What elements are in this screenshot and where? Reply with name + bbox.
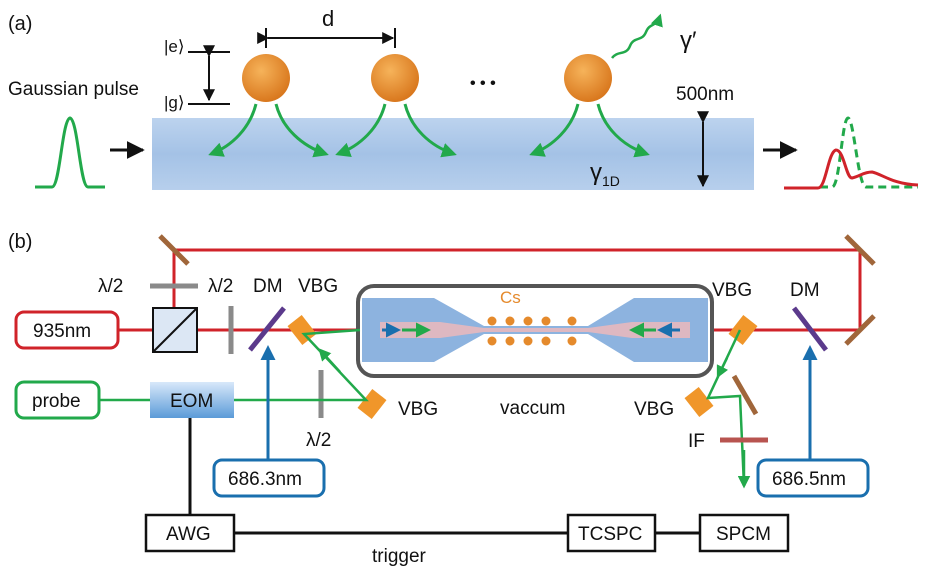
dichroic-mirror-left [248, 306, 286, 352]
decay-free-label: γ′ [680, 27, 697, 54]
atom-3 [564, 54, 612, 102]
mirror-top-right [844, 234, 876, 266]
dm-left-label: DM [253, 276, 283, 297]
mirror-detect [731, 374, 759, 416]
eom-box [150, 382, 234, 418]
laser-935-label: 935nm [33, 321, 91, 342]
vacuum-label: vaccum [500, 398, 565, 419]
ellipsis: • • • [470, 75, 496, 92]
fiber-mode-glow [380, 322, 690, 338]
vbg-right-top-label: VBG [712, 280, 752, 301]
probe-box [14, 380, 101, 420]
tcspc-label: TCSPC [578, 524, 642, 545]
decay-1d-label: γ1D [590, 159, 620, 189]
mirror-top-left [158, 234, 190, 266]
vbg-left-bottom-label: VBG [398, 399, 438, 420]
laser-686-5-label: 686.5nm [772, 469, 846, 490]
laser-686-3-label: 686.3nm [228, 469, 302, 490]
dichroic-mirror-right [792, 306, 828, 352]
atom-1 [242, 54, 290, 102]
panel-b-tag: (b) [8, 231, 32, 253]
eom-label: EOM [170, 391, 213, 412]
trigger-label: trigger [372, 546, 427, 567]
filter-label: IF [688, 431, 705, 452]
probe-label: probe [32, 391, 81, 412]
awg-box [144, 513, 236, 553]
state-g-label: |g⟩ [164, 93, 185, 112]
half-wave-top-left-label: λ/2 [98, 276, 123, 297]
spacing-label: d [322, 6, 334, 31]
vbg-right-bottom-label: VBG [634, 399, 674, 420]
output-reference-pulse [820, 116, 918, 189]
half-wave-mid-label: λ/2 [208, 276, 233, 297]
laser-686-3-box [212, 458, 326, 498]
vbg-left-top [287, 315, 317, 345]
tcspc-box [566, 513, 657, 553]
state-e-label: |e⟩ [164, 37, 185, 56]
spcm-box [698, 513, 790, 553]
gaussian-pulse-label: Gaussian pulse [8, 79, 139, 100]
dm-right-label: DM [790, 280, 820, 301]
vbg-left-bottom [357, 389, 387, 419]
guided-emission-arrows [208, 103, 650, 158]
cs-atoms [487, 316, 577, 346]
vbg-right-bottom [684, 387, 714, 417]
atom-2 [371, 54, 419, 102]
green-turn-arrow [716, 357, 729, 379]
laser-935-box [14, 310, 120, 350]
vbg-right-top [728, 315, 758, 345]
spcm-label: SPCM [716, 524, 771, 545]
laser-686-5-box [756, 458, 870, 498]
mirror-right [844, 314, 876, 346]
fiber-diameter-label: 500nm [676, 84, 734, 105]
output-transmitted-pulse [784, 148, 919, 190]
panel-a-tag: (a) [8, 13, 32, 35]
free-space-emission [611, 13, 663, 59]
half-wave-low-label: λ/2 [306, 430, 331, 451]
green-turn-arrow-left [318, 348, 341, 373]
awg-label: AWG [166, 524, 211, 545]
cs-label: Cs [500, 288, 521, 307]
vbg-left-top-label: VBG [298, 276, 338, 297]
input-gaussian-pulse [35, 116, 105, 189]
pbs-diagonal [152, 307, 198, 353]
